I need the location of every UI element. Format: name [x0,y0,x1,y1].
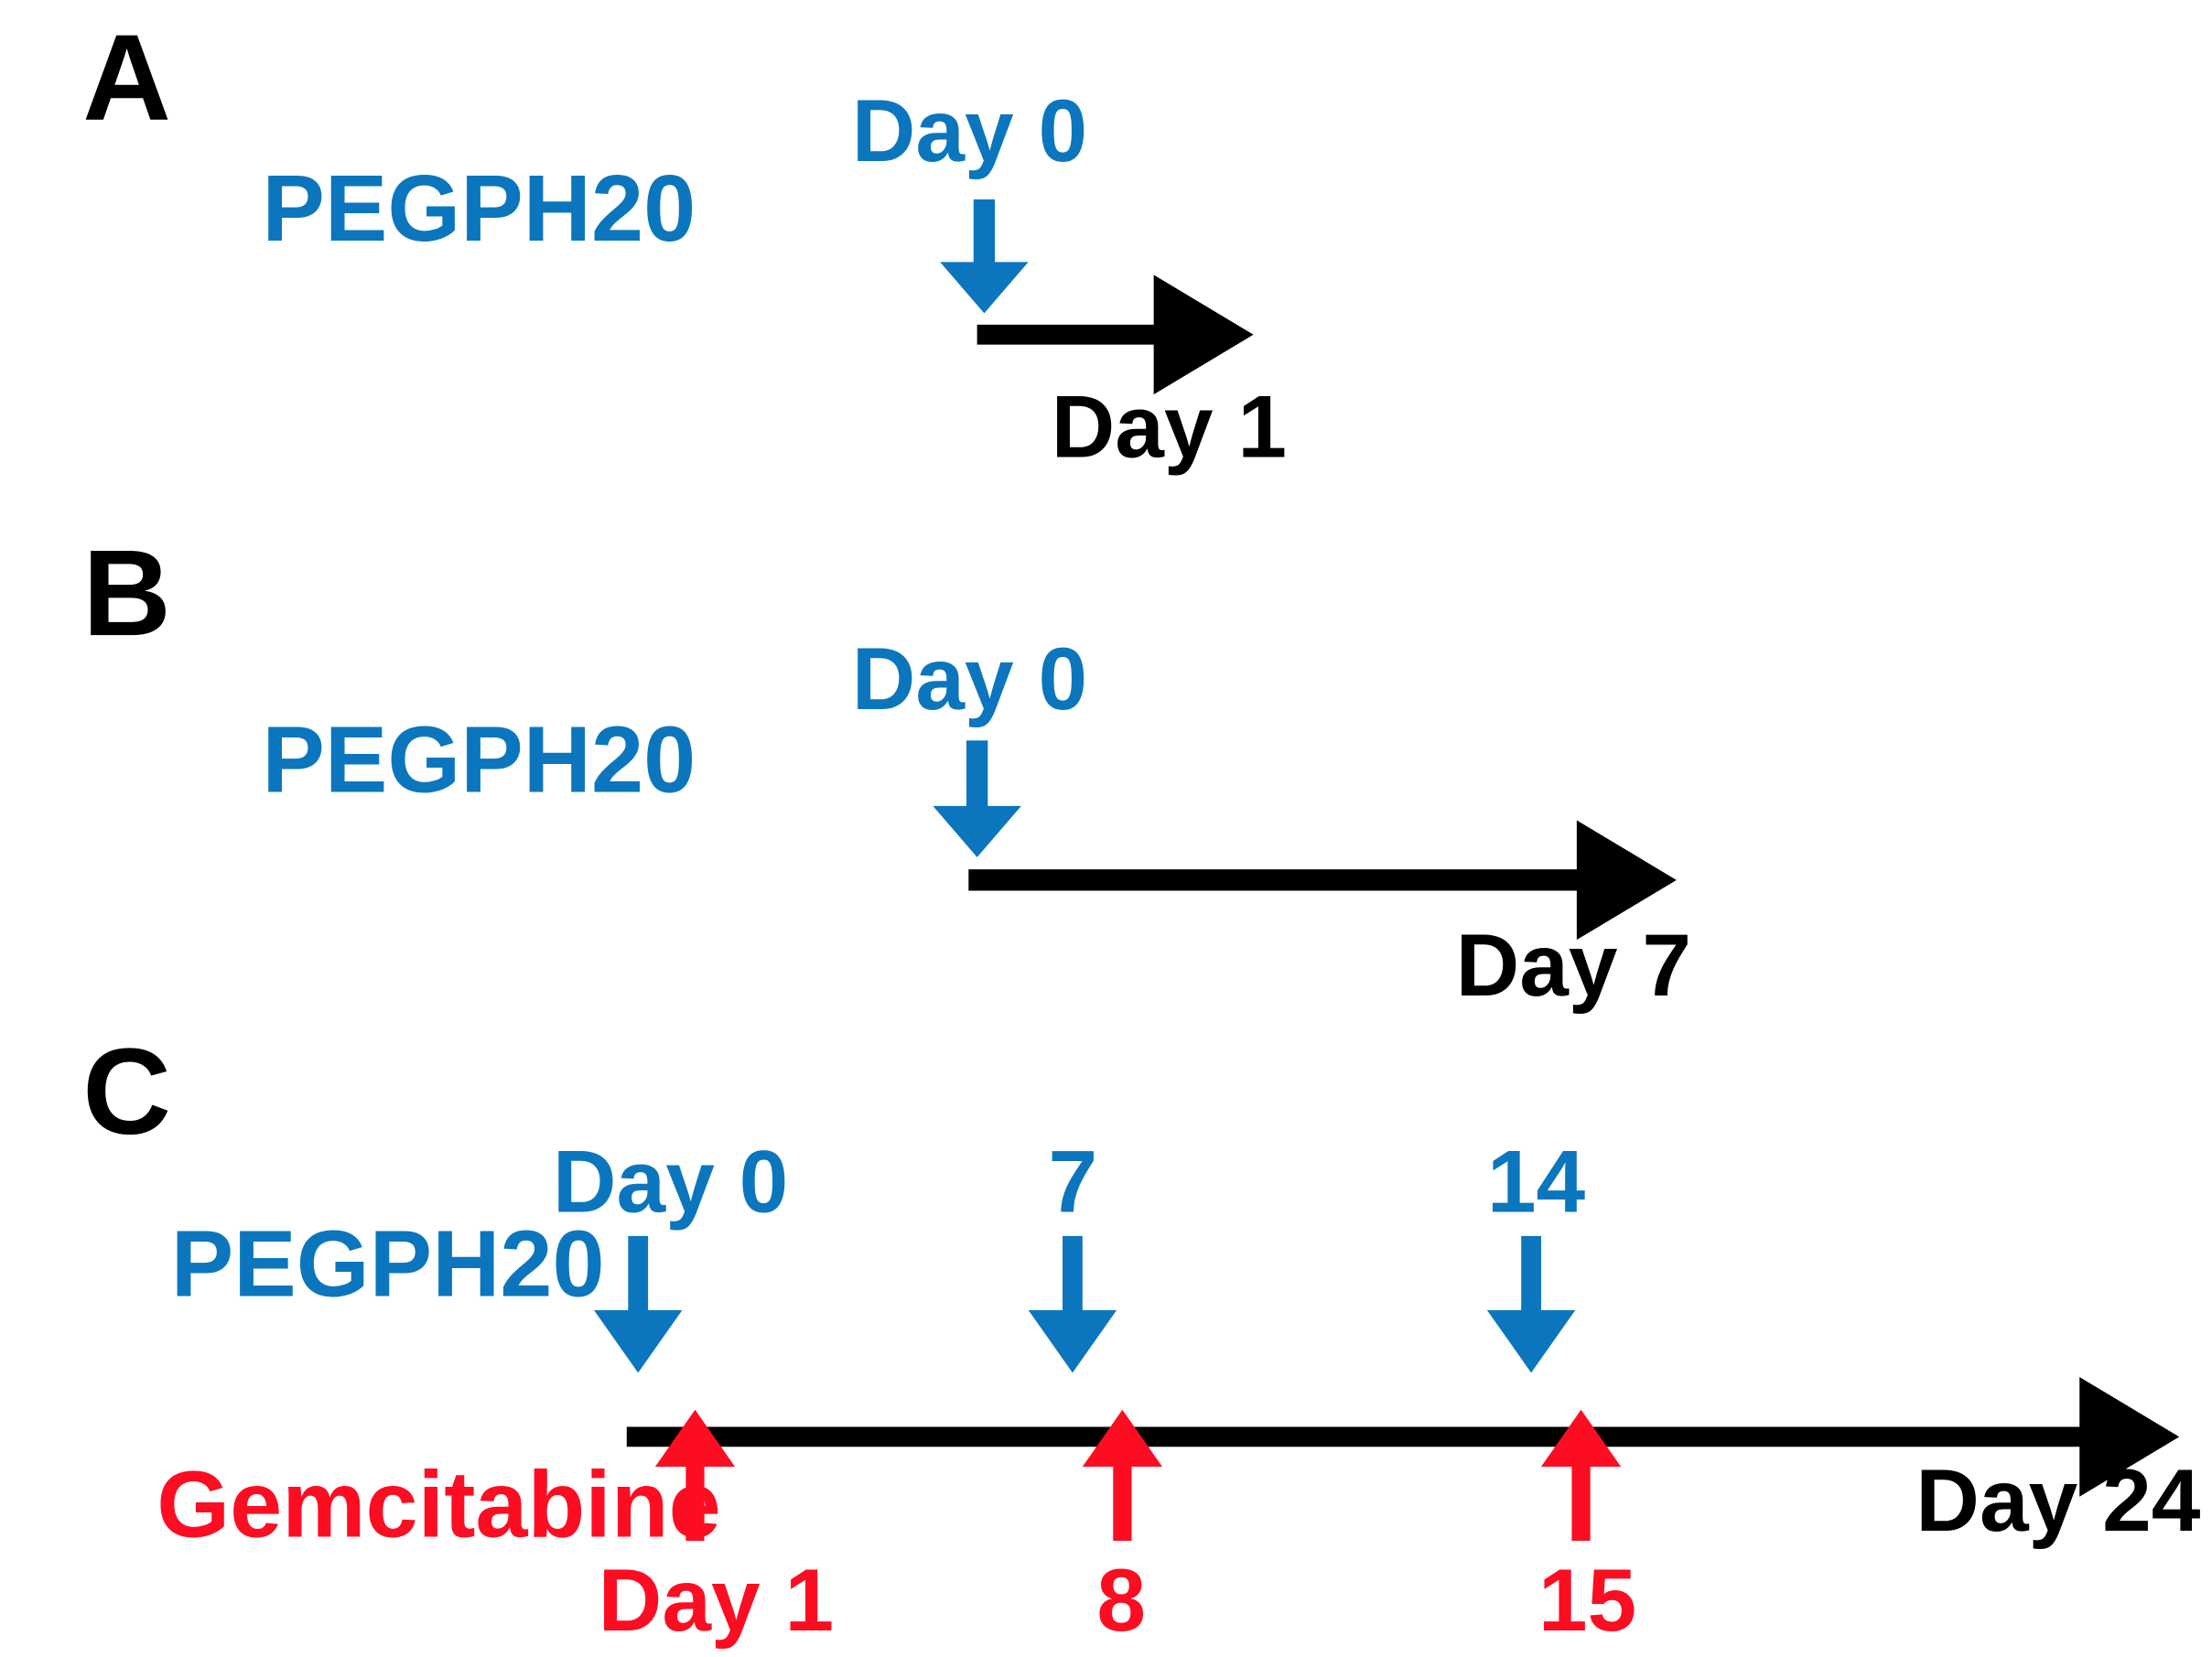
timeline-shaft [977,324,1177,345]
panel-c-gemcitabine-arrow-2 [1540,1409,1622,1541]
panel-c-pegph20-label-1: 7 [1048,1133,1098,1232]
arrow-head [1540,1409,1622,1468]
arrow-shaft [1521,1235,1541,1325]
panel-a-dose-label-day0: Day 0 [851,82,1088,181]
panel-a-timeline-end-label: Day 1 [1051,378,1288,478]
panel-b-pegph20-dose-arrow [933,740,1021,857]
panel-c-pegph20-arrow-2 [1486,1235,1576,1376]
arrow-head [1028,1309,1117,1373]
arrow-head [654,1409,736,1468]
panel-c-gemcitabine-arrow-0 [654,1409,736,1541]
timeline-shaft [626,1426,2097,1447]
panel-b-drug-label: PEGPH20 [262,705,696,812]
arrow-head [1486,1309,1576,1373]
panel-c-gemcitabine-arrow-1 [1082,1409,1162,1541]
arrow-head [940,262,1029,314]
timeline-arrowhead [1153,274,1254,395]
panel-c-timeline-arrow [626,1375,2180,1498]
panel-b-timeline-arrow [968,819,1677,941]
arrow-shaft [973,199,996,274]
panel-b-dose-label-day0: Day 0 [851,630,1088,729]
panel-a-timeline-arrow [977,274,1254,396]
panel-b-letter: B [82,525,171,662]
panel-c-drug-label-pegph20: PEGPH20 [170,1210,605,1317]
panel-c-pegph20-arrow-1 [1028,1235,1117,1376]
panel-a-drug-label: PEGPH20 [262,155,696,261]
panel-c-gemcitabine-label-0: Day 1 [598,1552,835,1651]
panel-c-drug-label-gemcitabine: Gemcitabine [156,1450,721,1557]
panel-a-pegph20-dose-arrow [940,199,1029,314]
timeline-arrowhead [2079,1376,2180,1497]
panel-c-gemcitabine-label-1: 8 [1096,1552,1147,1651]
panel-c-pegph20-label-0: Day 0 [552,1133,789,1232]
arrow-shaft [1113,1460,1132,1541]
panel-c-pegph20-label-2: 14 [1486,1133,1586,1232]
panel-b-timeline-end-label: Day 7 [1455,917,1692,1016]
panel-c-pegph20-arrow-0 [593,1235,683,1376]
timeline-arrowhead [1576,820,1677,941]
arrow-shaft [1571,1460,1591,1541]
arrow-shaft [1063,1235,1083,1325]
arrow-shaft [685,1460,705,1541]
panel-c-timeline-end-label: Day 24 [1915,1452,2201,1551]
arrow-shaft [628,1235,649,1325]
panel-a-letter: A [82,9,171,147]
arrow-head [1082,1409,1162,1468]
arrow-head [933,805,1021,857]
arrow-head [593,1309,683,1373]
panel-c-letter: C [82,1024,171,1161]
arrow-shaft [966,740,988,818]
panel-c-gemcitabine-label-2: 15 [1538,1552,1637,1651]
timeline-shaft [968,869,1596,891]
